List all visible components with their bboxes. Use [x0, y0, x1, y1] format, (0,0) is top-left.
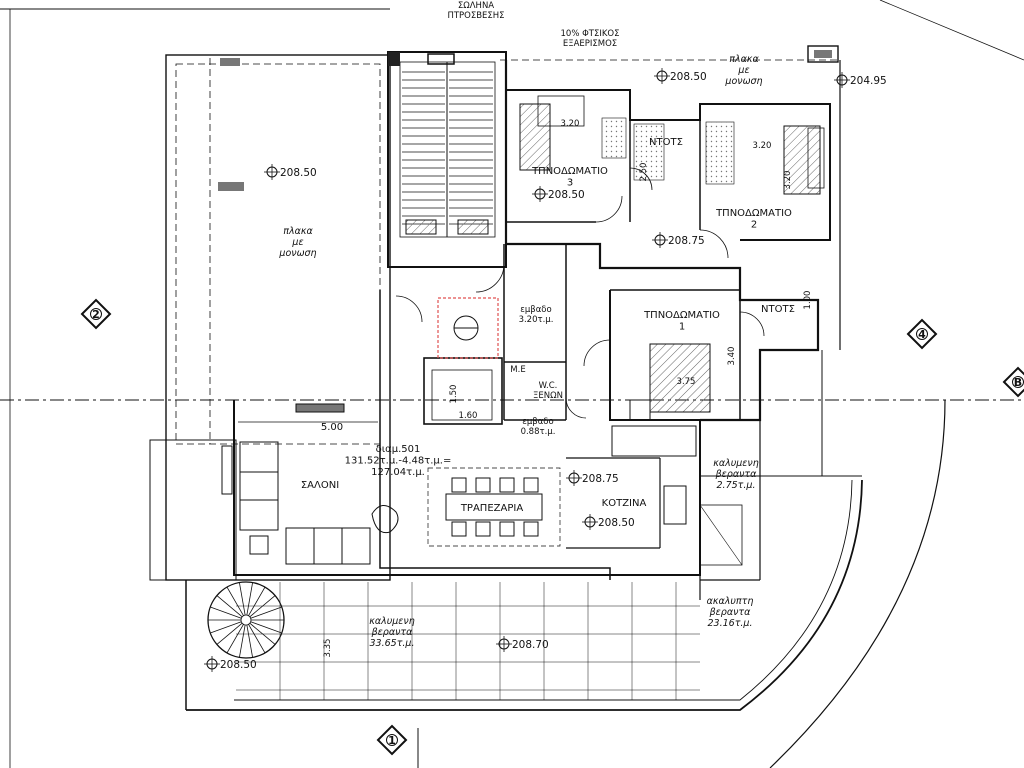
svg-text:2: 2 [92, 308, 100, 321]
grid-marker-right: 4 [906, 318, 938, 350]
stair-core [387, 51, 507, 268]
stair-column-left [388, 52, 400, 66]
grid-marker-bottom: 1 [376, 724, 408, 756]
dim-bed1-h: 3.40 [727, 347, 737, 366]
spiral-step [239, 582, 246, 616]
spiral-step [210, 606, 242, 619]
level-top-right-outer: 204.95 [850, 75, 887, 87]
room-bath-right: ΝΤΟΤΣ [761, 304, 795, 315]
kitchen-counter [611, 399, 697, 525]
room-kitchen: ΚΟΤΖΙΝΑ [602, 498, 647, 509]
level-bedroom-zone: 208.75 [668, 235, 705, 247]
room-dining: ΤΡΑΠΕΖΑΡΙΑ [460, 503, 523, 514]
shaft-highlight [437, 297, 499, 359]
roof-mark-top-right [807, 45, 839, 63]
spiral-step [249, 622, 276, 645]
spiral-stair [207, 581, 285, 659]
spiral-step [246, 582, 253, 616]
spiral-step [246, 624, 253, 658]
spiral-step [239, 624, 246, 658]
dim-bed3-w: 3.20 [561, 119, 580, 129]
spiral-step [216, 622, 243, 645]
dining-table-group [427, 467, 561, 547]
room-bath-top: ΝΤΟΤΣ [649, 137, 683, 148]
level-veranda: 208.70 [512, 639, 549, 651]
dim-bed2-w: 3.20 [753, 141, 772, 151]
dim-bath-w: 2.50 [639, 163, 649, 182]
door-swings [395, 167, 765, 419]
slab-mark-top [220, 58, 240, 66]
level-left-slab: 208.50 [280, 167, 317, 179]
dim-bed2-h: 3.20 [783, 171, 793, 190]
dim-bath-right-h: 1.00 [803, 291, 813, 310]
svg-text:B: B [1014, 376, 1022, 389]
living-furniture [221, 403, 399, 565]
spiral-step [249, 595, 276, 618]
spiral-step [250, 621, 282, 634]
spiral-step [226, 586, 244, 616]
spiral-step [226, 624, 244, 654]
room-living: ΣΑΛΟΝΙ [301, 480, 339, 491]
veranda-tile-grid [236, 582, 700, 700]
spiral-step [216, 595, 243, 618]
room-me: Μ.Ε [510, 365, 525, 375]
svg-text:4: 4 [918, 328, 926, 341]
spiral-step [250, 606, 282, 619]
level-dining: 208.75 [582, 473, 619, 485]
level-markers [204, 68, 850, 672]
dim-lift-h: 1.50 [449, 385, 459, 404]
level-kitchen: 208.50 [598, 517, 635, 529]
bed3-wardrobe [519, 103, 551, 171]
spiral-step [248, 586, 266, 616]
spiral-step [210, 621, 242, 634]
slab-outline [149, 54, 391, 581]
dim-lift-w: 1.60 [459, 411, 478, 421]
level-bedroom3: 208.50 [548, 189, 585, 201]
level-top-center: 208.50 [670, 71, 707, 83]
room-wc: W.C.ΞΕΝΩΝ [533, 381, 563, 401]
dim-living-w: 5.00 [321, 422, 343, 433]
bed1-bed [649, 343, 711, 413]
grid-marker-edge: B [1002, 366, 1024, 398]
dim-veranda-h: 3.35 [323, 639, 333, 658]
svg-text:1: 1 [388, 734, 396, 747]
slab-mark-mid [218, 182, 244, 191]
stair-treads [402, 71, 493, 225]
dim-bed1-w: 3.75 [677, 377, 696, 387]
grid-marker-left: 2 [80, 298, 112, 330]
bath-top-tiles [633, 123, 665, 181]
spiral-step [248, 624, 266, 654]
level-bottom-left: 208.50 [220, 659, 257, 671]
